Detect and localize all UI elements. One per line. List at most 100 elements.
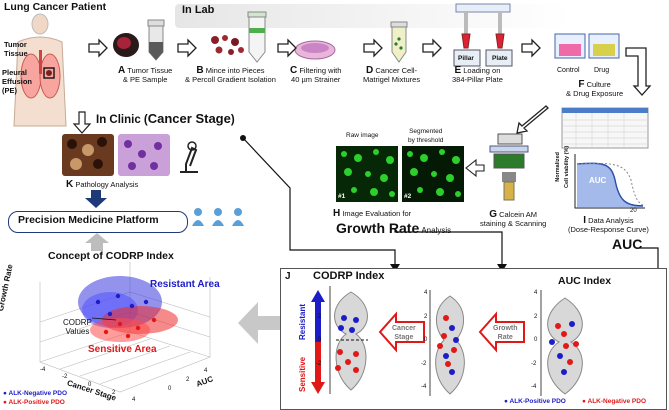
g-ytick: -2	[421, 361, 427, 367]
cancer-stage-label: Cancer Stage	[392, 325, 416, 341]
step-d-label: D Cancer Cell- Matrigel Mixtures	[363, 65, 421, 85]
dot-red	[443, 315, 449, 321]
auc-big-label: AUC	[612, 236, 643, 252]
dot-blue	[353, 317, 359, 323]
dot-red	[437, 343, 443, 349]
a-ytick: 0	[534, 337, 538, 343]
dot-red	[573, 341, 579, 347]
fluorescence-images	[336, 146, 464, 202]
step-e-label: E Loading on 384-Pillar Plate	[452, 65, 503, 85]
panel-j-letter: J	[285, 271, 291, 282]
z-tick: 2	[186, 377, 190, 383]
j-ytick: 0	[318, 337, 322, 343]
cancer-stage-arrow	[378, 311, 425, 353]
a-ytick: -4	[531, 384, 537, 390]
step-h-label: H Image Evaluation for	[333, 208, 412, 219]
dot-blue	[443, 353, 449, 359]
a-ytick: 4	[534, 290, 538, 296]
patient-title: Lung Cancer Patient	[4, 1, 107, 13]
down-navy-arrow	[85, 190, 107, 208]
platform-box	[8, 211, 188, 233]
dot-blue	[449, 325, 455, 331]
dot-red	[335, 365, 341, 371]
growth-rate-arrow	[478, 311, 525, 353]
dot-red	[441, 333, 447, 339]
clinic-title-prefix: In Clinic (	[96, 114, 148, 126]
down-outline-arrow	[72, 111, 92, 134]
x-tick: 4	[132, 397, 136, 403]
step-c-letter: C	[290, 65, 298, 76]
arrow-f-to-g	[516, 105, 549, 134]
clinic-title: In Clinic (Cancer Stage)	[96, 112, 235, 126]
img1-label: #1	[338, 193, 346, 200]
dot-red	[451, 347, 457, 353]
j-ytick: 2	[318, 314, 322, 320]
step-h-letter: H	[333, 208, 341, 219]
step-i-text: Data Analysis (Dose-Response Curve)	[568, 216, 649, 234]
j-legend-neg-text: ALK-Negative PDO	[587, 398, 647, 405]
dot-red	[353, 367, 359, 373]
tumor-tissue-icon	[113, 33, 139, 57]
patient-body-icon	[13, 13, 67, 127]
x-tick: 2	[112, 390, 116, 396]
left-outline-arrow	[465, 158, 485, 178]
arrow-b-to-c	[277, 38, 297, 58]
dot-blue	[349, 327, 355, 333]
legend-alk-negative: ● ALK-Negative PDO	[3, 390, 68, 397]
growth-rate-suffix: Analysis	[421, 226, 452, 235]
a-ytick: 2	[534, 314, 538, 320]
drug-label: Drug	[594, 67, 610, 74]
dot-blue	[561, 369, 567, 375]
j-legend-negative: ● ALK-Negative PDO	[582, 398, 647, 405]
step-e-letter: E	[454, 65, 462, 76]
control-label: Control	[557, 67, 580, 74]
step-g-letter: G	[489, 209, 498, 220]
arrow-e-to-f	[521, 38, 541, 58]
strainer-dish-icon	[294, 40, 336, 60]
dot-red	[555, 323, 561, 329]
gray-up-arrow	[85, 233, 109, 251]
culture-plates-icon	[554, 33, 620, 59]
g-ytick: 0	[424, 337, 428, 343]
step-f-label: F Culture & Drug Exposure	[566, 80, 623, 99]
step-d-letter: D	[366, 65, 374, 76]
people-icons	[192, 208, 244, 226]
dot-red	[445, 361, 451, 367]
z-tick: 4	[204, 368, 208, 374]
step-k-letter: K	[66, 179, 74, 190]
matrigel-tube-icon	[390, 21, 408, 63]
step-b-letter: B	[196, 65, 204, 76]
x-tick: -2	[62, 374, 68, 380]
step-c-text: Filtering with 40 µm Strainer	[291, 66, 342, 84]
z-tick: 0	[168, 386, 172, 392]
arrow-f-to-i	[625, 47, 652, 96]
dot-blue	[557, 353, 563, 359]
step-k-label: K Pathology Analysis	[66, 179, 138, 190]
step-a-label: A Tumor Tissue & PE Sample	[118, 66, 172, 85]
dot-red	[353, 351, 359, 357]
inlab-title: In Lab	[182, 4, 215, 16]
j-legend-positive: ● ALK-Positive PDO	[504, 398, 566, 405]
g-ytick: 2	[424, 314, 428, 320]
sample-tube-icon	[147, 19, 165, 61]
codrp-values-label: CODRP Values	[63, 318, 92, 336]
step-g-text: Calcein AM staining & Scanning	[480, 210, 547, 228]
step-b-label: B Mince into Pieces & Percoll Gradient I…	[185, 65, 276, 85]
pillar-plate-icon	[453, 3, 513, 67]
step-b-text: Mince into Pieces & Percoll Gradient Iso…	[185, 66, 276, 84]
step-i-label: I Data Analysis (Dose-Response Curve)	[568, 216, 649, 235]
step-h-text: Image Evaluation for	[342, 209, 412, 218]
gray-left-arrow	[238, 302, 280, 344]
pleural-effusion-label: Pleural Effusion (PE)	[2, 68, 32, 95]
dot-blue	[449, 369, 455, 375]
g-ytick: 4	[424, 290, 428, 296]
scanner-icon	[489, 133, 529, 201]
dot-blue	[549, 339, 555, 345]
step-d-text: Cancer Cell- Matrigel Mixtures	[363, 66, 421, 84]
codrp-index-title: CODRP Index	[313, 270, 385, 282]
arrow-a-to-b	[177, 38, 197, 58]
concept-title: Concept of CODRP Index	[48, 250, 174, 262]
growth-rate-arrow-label: Growth Rate	[493, 325, 518, 341]
dot-blue	[338, 325, 344, 331]
